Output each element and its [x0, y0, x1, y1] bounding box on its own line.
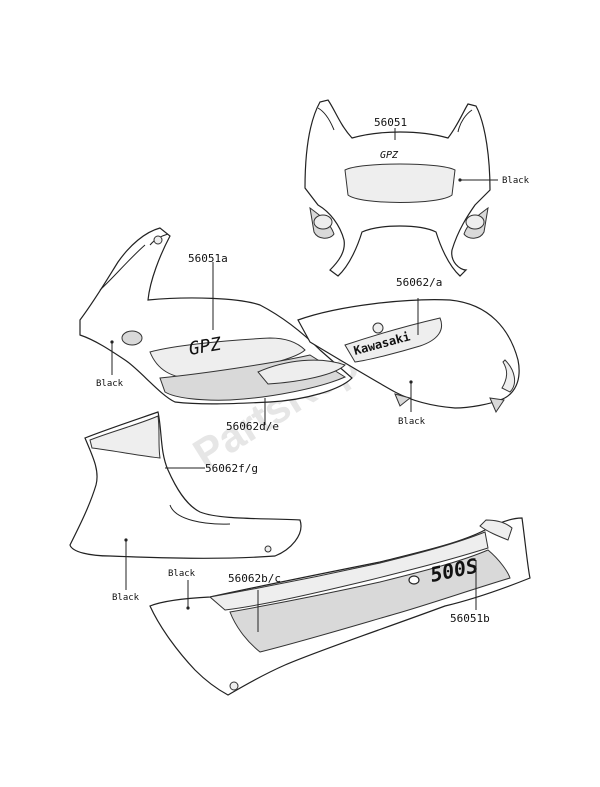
- fuel-tank: Kawasaki: [297, 298, 520, 414]
- label-black-tank: Black: [398, 417, 426, 427]
- label-black-tail: Black: [168, 569, 196, 579]
- lower-fairing: [69, 411, 302, 590]
- label-56051a: 56051a: [188, 252, 228, 265]
- front-cowl: GPZ: [304, 99, 498, 277]
- tail-cowl: 500S: [149, 517, 531, 696]
- label-56051b: 56051b: [450, 612, 490, 625]
- label-56062fg: 56062f/g: [205, 462, 258, 475]
- label-56062a: 56062/a: [396, 276, 442, 289]
- decal-gpz-front: GPZ: [380, 150, 399, 161]
- label-56062de: 56062d/e: [226, 420, 279, 433]
- label-56051: 56051: [374, 116, 407, 129]
- label-black-front: Black: [502, 176, 530, 186]
- label-black-side: Black: [96, 379, 124, 389]
- side-fairing: GPZ: [79, 227, 353, 425]
- label-black-lower: Black: [112, 593, 140, 603]
- label-56062bc: 56062b/c: [228, 572, 281, 585]
